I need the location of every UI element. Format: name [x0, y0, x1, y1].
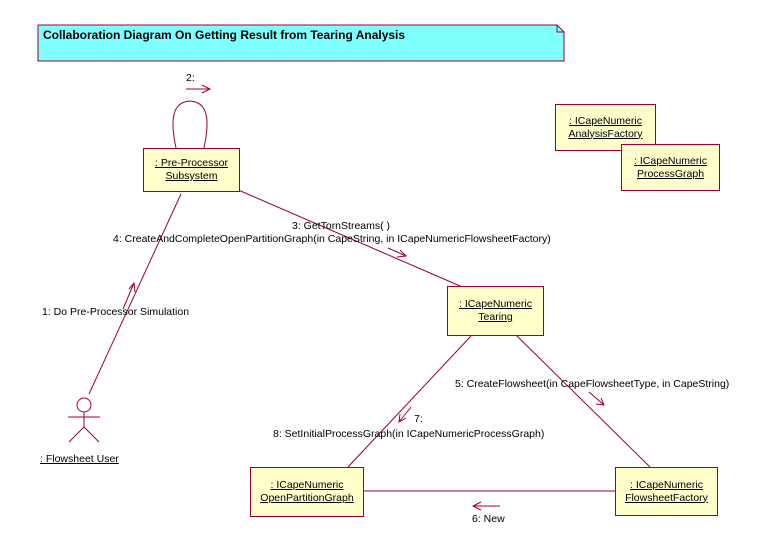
link-tearing-flowsheetfactory: [516, 335, 651, 468]
message-8: 8: SetInitialProcessGraph(in ICapeNumeri…: [273, 428, 545, 440]
object-preprocessor-subsystem[interactable]: : Pre-Processor Subsystem: [143, 148, 240, 192]
object-name-line1: : ICapeNumeric: [270, 479, 344, 491]
link-tearing-openpartition: [347, 335, 472, 468]
message-3: 3: GetTornStreams( ): [292, 220, 391, 232]
message-2: 2:: [186, 72, 195, 84]
object-name-line1: : ICapeNumeric: [630, 478, 703, 491]
arrow-2-head: [201, 84, 212, 94]
arrow-1: [122, 282, 135, 310]
message-5: 5: CreateFlowsheet(in CapeFlowsheetType,…: [455, 378, 730, 390]
object-open-partition-graph[interactable]: : ICapeNumeric OpenPartitionGraph: [250, 467, 364, 517]
object-name-line2: Tearing: [478, 311, 513, 323]
arrow-3-4-head: [396, 249, 408, 258]
title-note: Collaboration Diagram On Getting Result …: [38, 25, 564, 61]
arrow-7-8: [398, 406, 412, 423]
arrow-5: [588, 391, 605, 406]
title-note-fold: [556, 25, 564, 33]
link-user-preprocessor: [88, 193, 182, 395]
object-name-line1: : ICapeNumeric: [459, 298, 532, 310]
link-preprocessor-tearing: [235, 188, 461, 287]
arrow-6-head: [471, 501, 482, 511]
arrow-7-8-head: [398, 413, 407, 423]
object-name-line1: : ICapeNumeric: [569, 114, 642, 127]
object-name-line1: : ICapeNumeric: [634, 154, 707, 167]
message-7: 7:: [414, 413, 423, 425]
actor-stick-figure: [68, 397, 100, 443]
arrow-5-head: [595, 397, 605, 406]
object-flowsheet-factory[interactable]: : ICapeNumeric FlowsheetFactory: [615, 467, 718, 516]
arrow-3-4: [387, 247, 407, 257]
object-name-line2: AnalysisFactory: [568, 127, 643, 140]
object-tearing[interactable]: : ICapeNumeric Tearing: [447, 286, 544, 336]
actor-flowsheet-user[interactable]: : Flowsheet User: [40, 453, 119, 465]
diagram-title: Collaboration Diagram On Getting Result …: [43, 28, 406, 42]
link-self-preprocessor: [172, 100, 208, 149]
object-name-line1: : Pre-Processor: [155, 157, 228, 169]
title-note-shape: [37, 24, 565, 62]
message-4: 4: CreateAndCompleteOpenPartitionGraph(i…: [113, 233, 551, 245]
message-1: 1: Do Pre-Processor Simulation: [42, 306, 190, 318]
object-name-line2: ProcessGraph: [636, 167, 705, 180]
object-analysis-factory[interactable]: : ICapeNumeric AnalysisFactory: [555, 104, 656, 151]
object-name-line2: OpenPartitionGraph: [260, 492, 354, 504]
object-process-graph[interactable]: : ICapeNumeric ProcessGraph: [621, 144, 720, 191]
object-name-line2: Subsystem: [165, 170, 218, 182]
message-6: 6: New: [472, 513, 505, 525]
object-name-line2: FlowsheetFactory: [625, 491, 708, 504]
arrow-1-head: [128, 281, 136, 293]
